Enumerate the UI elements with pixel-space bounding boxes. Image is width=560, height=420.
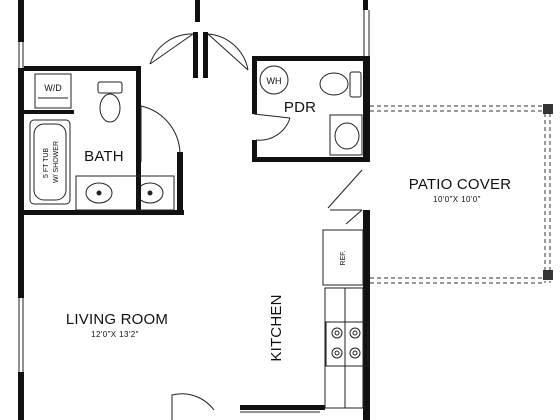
patio-door-swing bbox=[345, 209, 363, 225]
pdr-label: PDR bbox=[284, 99, 316, 116]
kitchen-label: KITCHEN bbox=[268, 294, 285, 361]
bath-right-wall-lower bbox=[136, 106, 141, 212]
bath-door-swing bbox=[140, 105, 181, 155]
hall-door-left-swing bbox=[149, 33, 194, 65]
washer-dryer-box bbox=[34, 73, 72, 109]
patio-cover bbox=[370, 105, 551, 284]
top-wall-stub bbox=[195, 0, 200, 22]
pdr-sink bbox=[329, 114, 363, 156]
pdr-door-swing bbox=[255, 117, 291, 141]
living-room-dimensions: 12'0"X 13'2" bbox=[91, 330, 139, 339]
water-heater bbox=[259, 65, 289, 95]
doors bbox=[140, 33, 363, 420]
bath-label: BATH bbox=[84, 148, 124, 165]
refrigerator bbox=[322, 229, 364, 286]
hall-door-jamb-left bbox=[193, 32, 198, 78]
pdr-toilet bbox=[319, 71, 362, 98]
pdr-left-wall-lower bbox=[252, 140, 257, 162]
right-exterior-wall-top bbox=[363, 56, 370, 162]
bath-vanity bbox=[75, 175, 175, 211]
washer-dryer-label: W/D bbox=[44, 83, 62, 93]
bath-door-jamb bbox=[177, 152, 183, 215]
cooktop bbox=[325, 321, 369, 367]
bath-toilet bbox=[97, 81, 123, 123]
hall-door-left-leaf bbox=[149, 33, 194, 65]
laundry-top-wall bbox=[24, 66, 140, 71]
hall-door-right-leaf bbox=[207, 33, 249, 71]
pdr-top-wall bbox=[252, 56, 368, 61]
hall-door-right-swing bbox=[207, 33, 249, 71]
hall-door-jamb-right bbox=[203, 32, 208, 78]
pdr-left-wall bbox=[252, 56, 257, 114]
bath-right-wall-upper bbox=[136, 66, 141, 106]
left-exterior-wall-bottom bbox=[18, 372, 24, 420]
water-heater-label: WH bbox=[267, 76, 282, 86]
patio-cover-dimensions: 10'0"X 10'0" bbox=[433, 195, 481, 204]
walls bbox=[18, 0, 370, 420]
windows bbox=[18, 10, 370, 372]
pdr-bottom-wall bbox=[252, 157, 368, 162]
pdr-door-leaf bbox=[253, 113, 291, 119]
laundry-bottom-wall bbox=[24, 110, 74, 114]
bathtub bbox=[29, 119, 71, 205]
right-exterior-wall-lower bbox=[363, 288, 370, 420]
right-exterior-wall-mid bbox=[363, 210, 370, 288]
top-right-wall-stub bbox=[363, 0, 368, 10]
left-exterior-wall-lower bbox=[18, 68, 24, 298]
kitchen-counter bbox=[324, 287, 364, 409]
bath-bottom-wall bbox=[24, 210, 184, 215]
patio-cover-label: PATIO COVER bbox=[409, 176, 512, 193]
kitchen-bottom-wall bbox=[240, 405, 325, 410]
living-room-label: LIVING ROOM bbox=[66, 311, 168, 328]
entry-door-swing bbox=[171, 393, 215, 420]
tub-label: 5 FT TUB W/ SHOWER bbox=[43, 141, 60, 183]
refrigerator-label: REF. bbox=[340, 250, 347, 265]
patio-posts bbox=[543, 104, 553, 280]
patio-door-leaf bbox=[327, 169, 363, 209]
left-exterior-wall bbox=[18, 0, 24, 42]
